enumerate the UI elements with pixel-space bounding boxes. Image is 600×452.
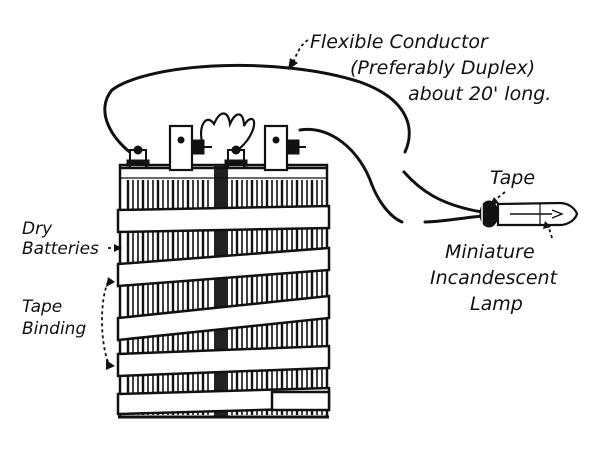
lamp-label-line1: Miniature bbox=[445, 241, 535, 263]
batteries-label: Dry Batteries bbox=[22, 219, 99, 259]
batteries-label-line2: Batteries bbox=[22, 239, 99, 259]
carbon-block-left bbox=[168, 124, 194, 172]
tape-binding-bands bbox=[116, 204, 331, 416]
conductor-label-line3: about 20' long. bbox=[408, 83, 551, 105]
leader-arrowheads bbox=[106, 58, 551, 370]
binding-label-line2: Binding bbox=[22, 319, 86, 339]
binding-label-line1: Tape bbox=[22, 297, 62, 317]
conductor-label-line2: (Preferably Duplex) bbox=[350, 57, 535, 79]
tape-band-3 bbox=[116, 294, 331, 342]
lamp-label-line3: Lamp bbox=[470, 293, 523, 315]
binding-leader bbox=[101, 281, 109, 363]
lamp-label: Miniature Incandescent Lamp bbox=[430, 241, 559, 315]
tape-label: Tape bbox=[490, 167, 535, 189]
dry-batteries bbox=[118, 163, 329, 419]
coiled-connector-wire bbox=[199, 112, 256, 151]
conductor-label: Flexible Conductor (Preferably Duplex) a… bbox=[310, 31, 551, 105]
tape-band-4 bbox=[116, 344, 331, 378]
tape-band-1 bbox=[116, 204, 331, 234]
miniature-incandescent-lamp bbox=[479, 200, 579, 228]
tape-band-2 bbox=[116, 246, 331, 288]
binding-label: Tape Binding bbox=[22, 297, 86, 339]
flexible-conductor-wire bbox=[103, 63, 484, 224]
conductor-label-line1: Flexible Conductor bbox=[310, 31, 489, 53]
conductor-leader bbox=[291, 39, 309, 67]
battery-terminals bbox=[126, 124, 306, 172]
batteries-label-line1: Dry bbox=[22, 219, 53, 239]
tape-leader bbox=[491, 191, 506, 203]
carbon-block-right bbox=[263, 124, 289, 172]
tape-end bbox=[270, 390, 331, 412]
lamp-label-line2: Incandescent bbox=[430, 267, 559, 289]
